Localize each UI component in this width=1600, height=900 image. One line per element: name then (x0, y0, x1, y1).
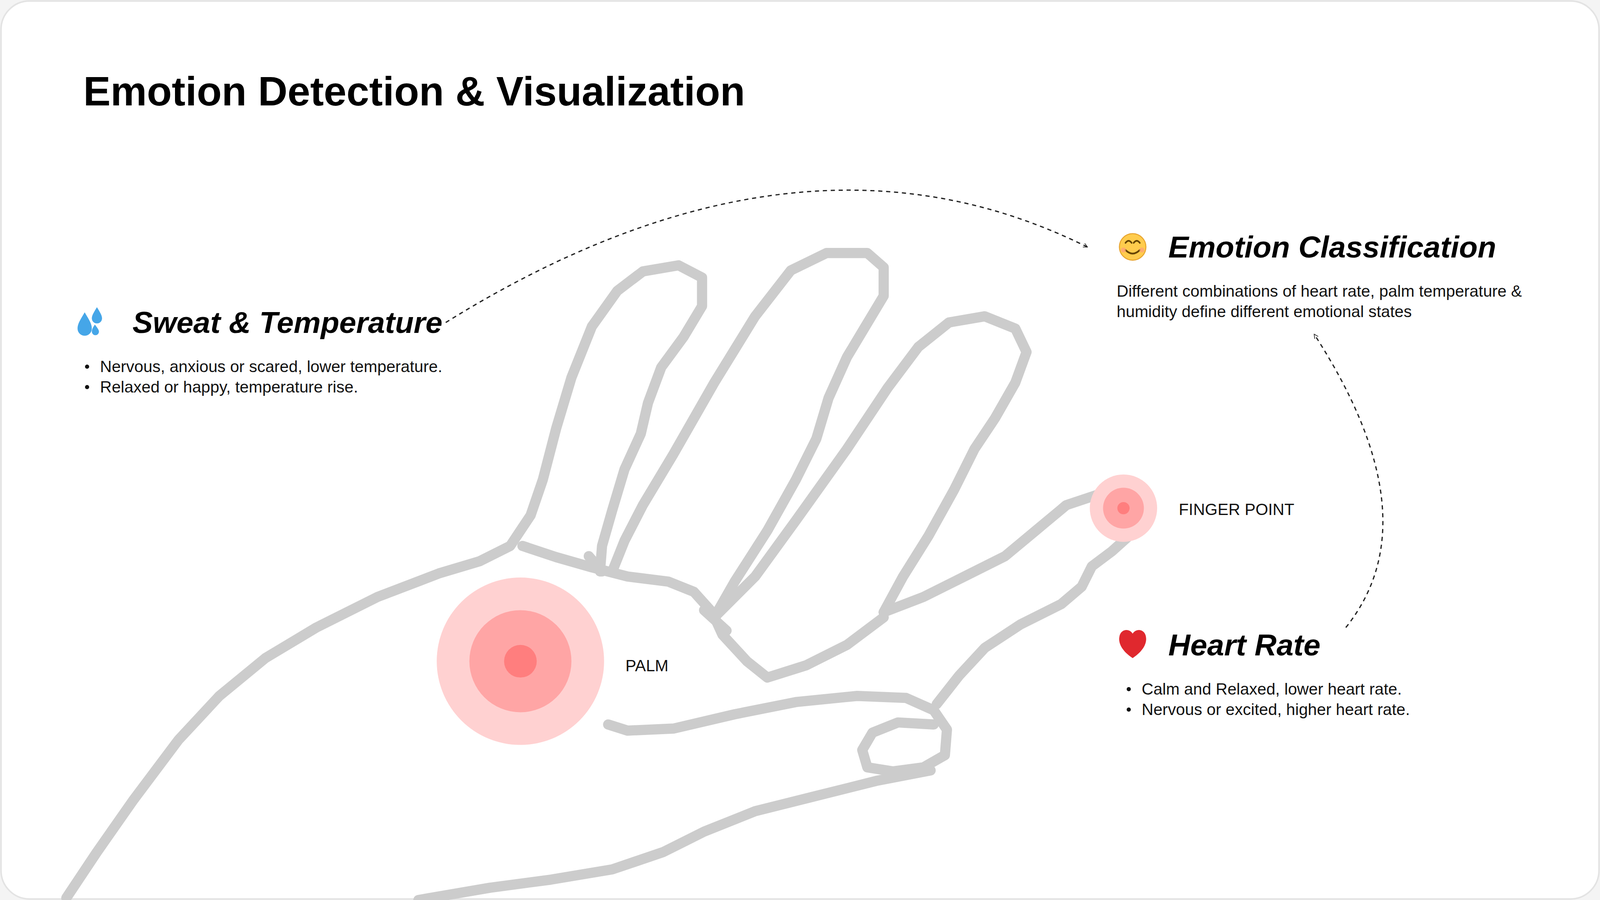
bullet-dot (1126, 707, 1131, 712)
hand-outline (66, 252, 1135, 900)
sensor-label: FINGER POINT (1178, 499, 1295, 520)
dashed-connector (445, 190, 1088, 323)
bullet-dot (85, 385, 90, 390)
text-callout: Heart RateCalm and Relaxed, lower heart … (1116, 626, 1410, 720)
callout-body: Different combinations of heart rate, pa… (1116, 280, 1530, 322)
bullet-text: Nervous or excited, higher heart rate. (1141, 700, 1410, 719)
heart-icon (1119, 630, 1147, 658)
bullet-dot (85, 364, 90, 369)
sensor-label: PALM (625, 655, 669, 676)
bullet-text: Nervous, anxious or scared, lower temper… (100, 357, 443, 376)
callout-heading: Emotion Classification (1116, 228, 1530, 266)
bullet-item: Calm and Relaxed, lower heart rate. (1116, 678, 1410, 700)
callout-heading: Heart Rate (1116, 626, 1410, 664)
text-callout: Emotion ClassificationDifferent combinat… (1116, 228, 1530, 322)
bullet-text: Calm and Relaxed, lower heart rate. (1141, 680, 1402, 698)
dashed-connector (1314, 334, 1383, 628)
finger-sensor (1090, 474, 1158, 543)
bullet-item: Nervous or excited, higher heart rate. (1116, 699, 1410, 720)
bullet-item: Relaxed or happy, temperature rise. (75, 376, 443, 398)
bullet-item: Nervous, anxious or scared, lower temper… (75, 356, 443, 377)
text-callout: Sweat & TemperatureNervous, anxious or s… (75, 304, 443, 398)
palm-sensor (436, 577, 605, 745)
bullet-dot (1126, 687, 1131, 692)
callout-heading: Sweat & Temperature (75, 304, 443, 341)
smiley-icon (1119, 233, 1147, 261)
diagram-title: Emotion Detection & Visualization (83, 67, 745, 117)
bullet-text: Relaxed or happy, temperature rise. (100, 377, 358, 396)
sweat-icon (77, 307, 103, 336)
